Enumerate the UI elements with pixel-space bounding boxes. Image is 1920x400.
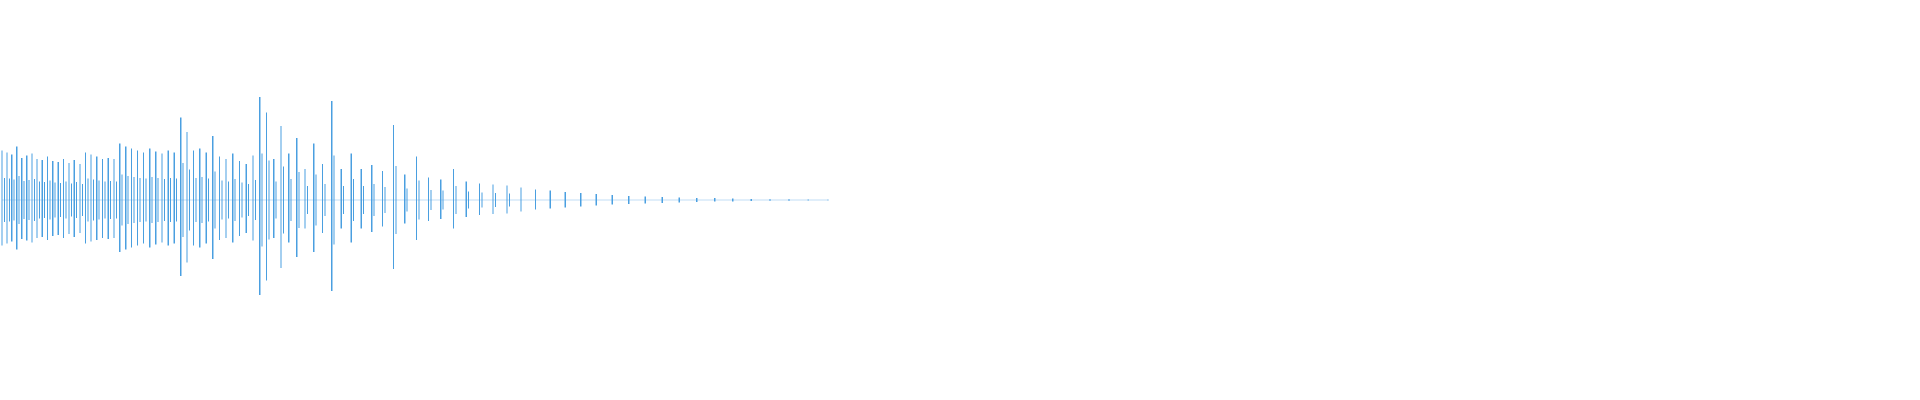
waveform-canvas	[1, 97, 829, 295]
audio-waveform	[1, 97, 829, 295]
